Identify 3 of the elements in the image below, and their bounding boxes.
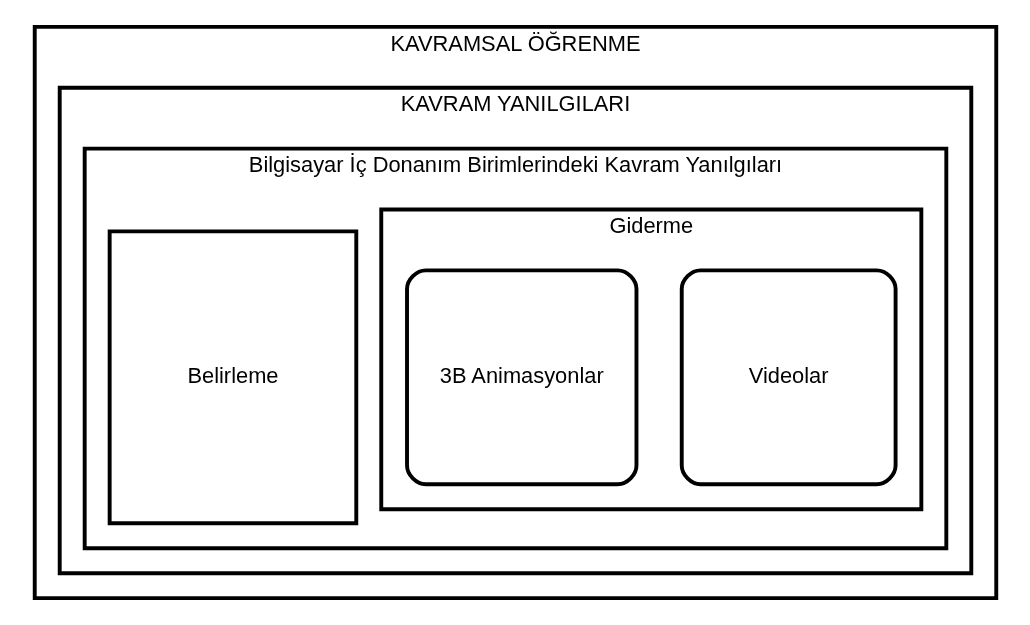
node-box: 3B Animasyonlar [404, 268, 638, 487]
node-box: Belirleme [107, 229, 358, 526]
node-box: Videolar [679, 268, 898, 487]
